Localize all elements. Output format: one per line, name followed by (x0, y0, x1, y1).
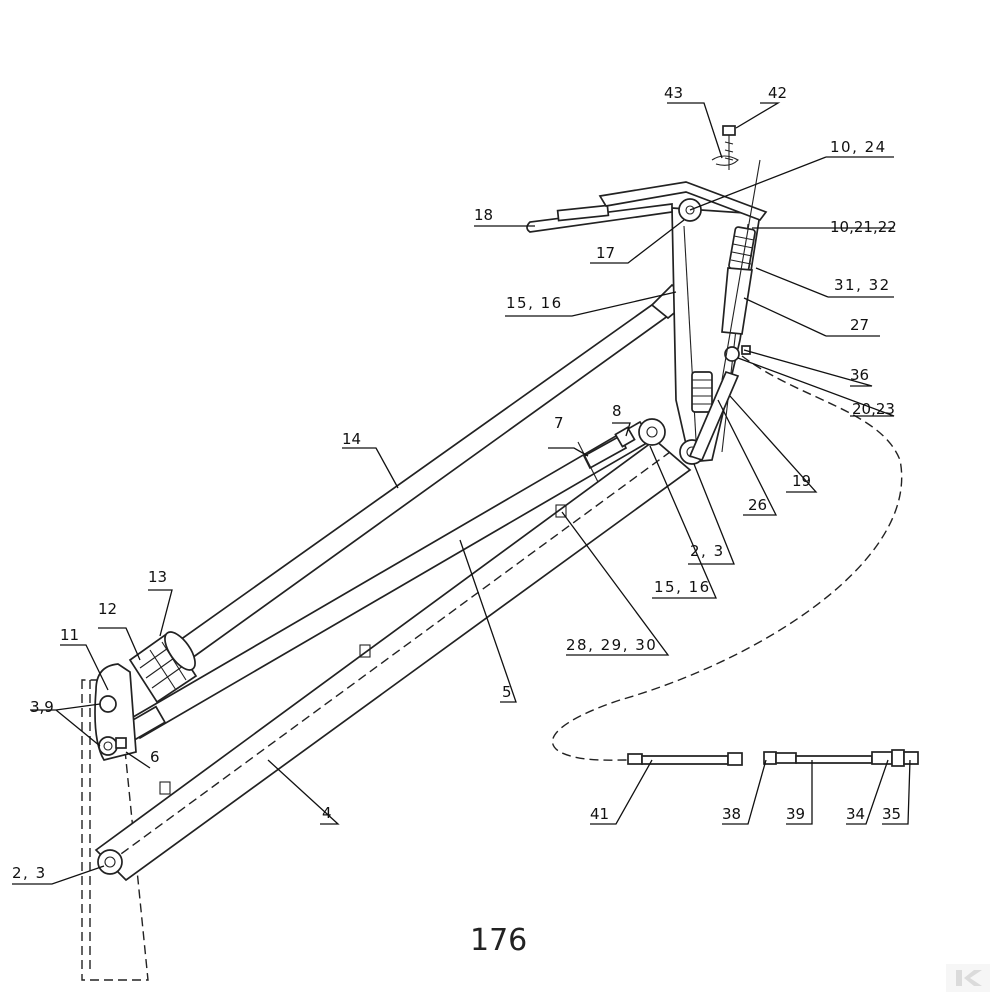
callout-19: 19 (792, 472, 811, 490)
page-number: 176 (470, 923, 527, 958)
bolt-part-42 (722, 125, 736, 170)
spring-part-lower (691, 371, 713, 413)
callout-12: 12 (98, 600, 117, 618)
callout-28-29-30: 28, 29, 30 (566, 636, 657, 654)
spring-housing-part-13 (128, 631, 198, 704)
callout-27: 27 (850, 316, 869, 334)
callout-13: 13 (148, 568, 167, 586)
handle-part-18 (526, 181, 768, 233)
callout-39: 39 (786, 805, 805, 823)
callout-3-9: 3,9 (30, 698, 54, 716)
callout-labels: 43 42 10, 24 18 10,21,22 17 31, 32 15, 1… (12, 84, 901, 882)
hose-fitting-part-39 (763, 749, 919, 767)
callout-42: 42 (768, 84, 787, 102)
callout-18: 18 (474, 206, 493, 224)
link-part-19 (688, 370, 740, 462)
spring-part-10 (721, 159, 761, 381)
callout-26: 26 (748, 496, 767, 514)
leader-lines (12, 102, 911, 885)
callout-10-21-22: 10,21,22 (830, 218, 897, 236)
callout-41: 41 (590, 805, 609, 823)
callout-2-3-mid: 2, 3 (690, 542, 725, 560)
callout-17: 17 (596, 244, 615, 262)
hydraulic-hose (551, 355, 903, 761)
kverneland-k-logo-icon (946, 964, 990, 992)
callout-5: 5 (502, 683, 512, 701)
callout-15-16-top: 15, 16 (506, 294, 563, 312)
callout-11: 11 (60, 626, 79, 644)
callout-2-3-bottom: 2, 3 (12, 864, 47, 882)
callout-15-16-mid: 15, 16 (654, 578, 711, 596)
bushing-part-7 (577, 434, 628, 483)
callout-43: 43 (664, 84, 683, 102)
lower-bracket-part-11 (94, 663, 137, 761)
callout-8: 8 (612, 402, 622, 420)
callout-31-32: 31, 32 (834, 276, 891, 294)
callout-35: 35 (882, 805, 901, 823)
callout-34: 34 (846, 805, 865, 823)
callout-6: 6 (150, 748, 160, 766)
callout-4: 4 (322, 804, 332, 822)
washer-part-8 (614, 426, 636, 448)
frame-part-4 (94, 438, 692, 882)
clip-part-43 (711, 155, 739, 166)
hose-fitting-part-41 (627, 752, 743, 766)
arm-part-5 (121, 418, 666, 743)
callout-20-23: 20,23 (852, 400, 895, 418)
callout-38: 38 (722, 805, 741, 823)
callout-36: 36 (850, 366, 869, 384)
callout-10-24: 10, 24 (830, 138, 887, 156)
callout-7: 7 (554, 414, 564, 432)
callout-14: 14 (342, 430, 361, 448)
